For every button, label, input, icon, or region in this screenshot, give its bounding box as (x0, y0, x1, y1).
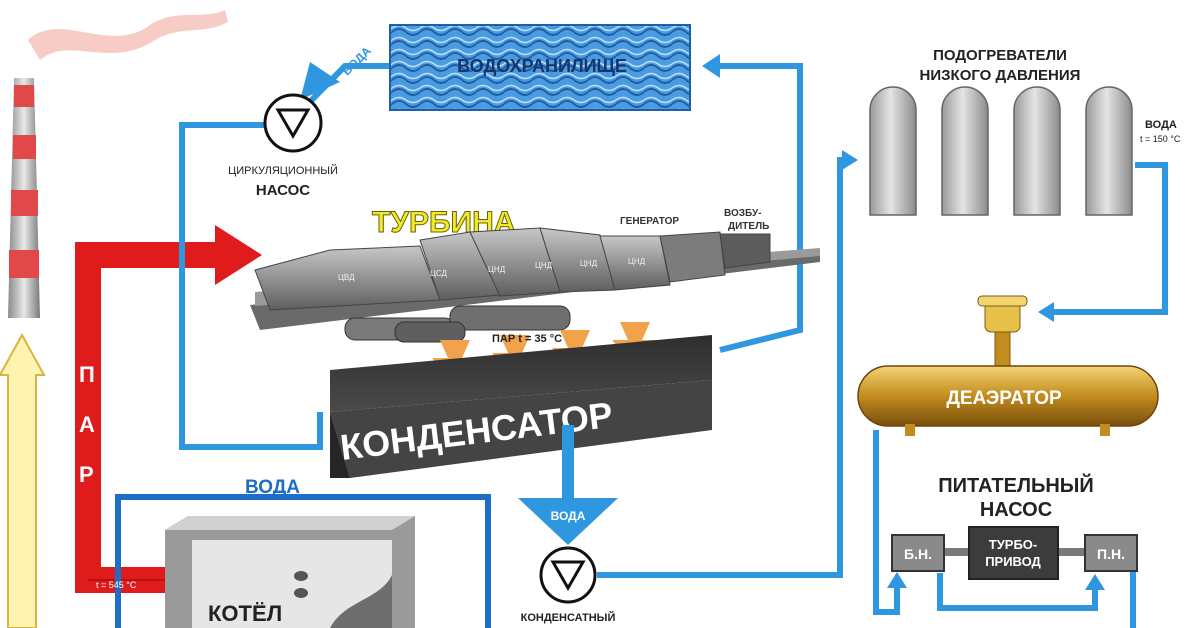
lph-label-1: ПОДОГРЕВАТЕЛИ (933, 47, 1067, 64)
chimney (8, 78, 40, 318)
feed-pump-label-1: ПИТАТЕЛЬНЫЙ (938, 473, 1094, 497)
steam-letter-p: П (79, 362, 95, 387)
circulation-pump-label-1: ЦИРКУЛЯЦИОННЫЙ (228, 164, 338, 177)
condenser (330, 335, 712, 478)
boiler-temp-label: t = 545 °С (96, 580, 137, 590)
boiler-water-loop (115, 494, 491, 628)
turbine-section-label: ЦНД (488, 265, 506, 274)
steam-letter-a: А (79, 412, 95, 437)
turbine-assembly (250, 227, 820, 343)
exciter-label-1: ВОЗБУ- (724, 208, 762, 219)
turbo-drive-label-1: ТУРБО- (989, 537, 1037, 552)
turbine-section-label: ЦНД (535, 261, 553, 270)
condensate-pump (539, 546, 597, 604)
turbo-drive-label-2: ПРИВОД (985, 554, 1041, 569)
bn-label: Б.Н. (904, 546, 932, 562)
circulation-pump (263, 93, 323, 153)
exciter-label-2: ДИТЕЛЬ (728, 221, 769, 232)
turbine-section-label: ЦНД (628, 257, 646, 266)
deaerator (857, 295, 1159, 436)
reservoir (389, 24, 691, 111)
deaerator-label: ДЕАЭРАТОР (946, 388, 1062, 409)
boiler-label: КОТЁЛ (208, 601, 282, 626)
condensate-pump-label: КОНДЕНСАТНЫЙ (521, 611, 616, 624)
condensate-flow (518, 425, 618, 545)
water-label-right: ВОДА (1145, 119, 1177, 131)
water-label-boiler: ВОДА (245, 477, 300, 498)
flue-gas-arrow (0, 332, 46, 628)
turbine-section-label: ЦВД (338, 273, 355, 282)
boiler (165, 516, 415, 628)
water-label-top: ВОДА (339, 44, 374, 79)
feed-pump-label-2: НАСОС (980, 499, 1052, 521)
pn-label: П.Н. (1097, 546, 1125, 562)
feed-pump-assembly (873, 430, 1138, 628)
turbine-section-label: ЦНД (580, 259, 598, 268)
condensate-to-heaters-pipe (597, 150, 858, 578)
lph-label-2: НИЗКОГО ДАВЛЕНИЯ (920, 67, 1081, 84)
turbine-section-label: ЦСД (430, 269, 448, 278)
water-label-condensate: ВОДА (551, 509, 586, 523)
steam-letter-r: Р (79, 462, 94, 487)
reservoir-label: ВОДОХРАНИЛИЩЕ (457, 56, 627, 76)
low-pressure-heaters (869, 86, 1133, 216)
cooling-water-loop (179, 54, 803, 450)
heaters-to-deaerator-pipe (1038, 162, 1168, 322)
steam-temp-label: ПАР t = 35 °С (492, 333, 562, 345)
chimney-smoke (28, 10, 228, 60)
generator-label: ГЕНЕРАТОР (620, 216, 679, 227)
circulation-pump-label-2: НАСОС (256, 182, 310, 199)
water-right-temp-label: t = 150 °С (1140, 134, 1181, 144)
